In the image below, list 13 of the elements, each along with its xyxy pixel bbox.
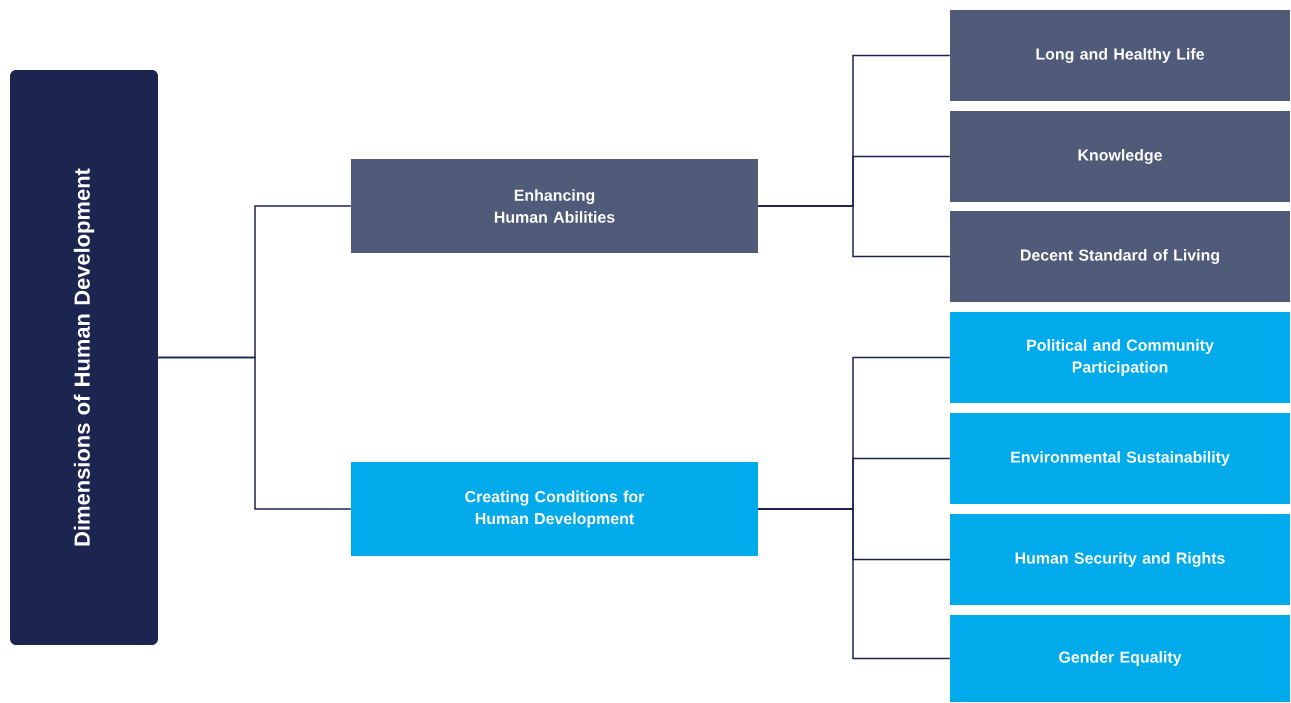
category-box: Creating Conditions for Human Development (351, 462, 758, 556)
dimension-box: Political and Community Participation (950, 312, 1290, 403)
dimension-box: Human Security and Rights (950, 514, 1290, 605)
dimension-box: Knowledge (950, 111, 1290, 202)
connector-line (757, 508, 951, 660)
dimension-box: Decent Standard of Living (950, 211, 1290, 302)
root-box: Dimensions of Human Development (10, 70, 158, 645)
category-box: Enhancing Human Abilities (351, 159, 758, 253)
connector-line (157, 356, 352, 510)
dimension-box: Gender Equality (950, 615, 1290, 702)
dimension-box: Environmental Sustainability (950, 413, 1290, 504)
dimension-box: Long and Healthy Life (950, 10, 1290, 101)
connector-line (757, 205, 951, 258)
